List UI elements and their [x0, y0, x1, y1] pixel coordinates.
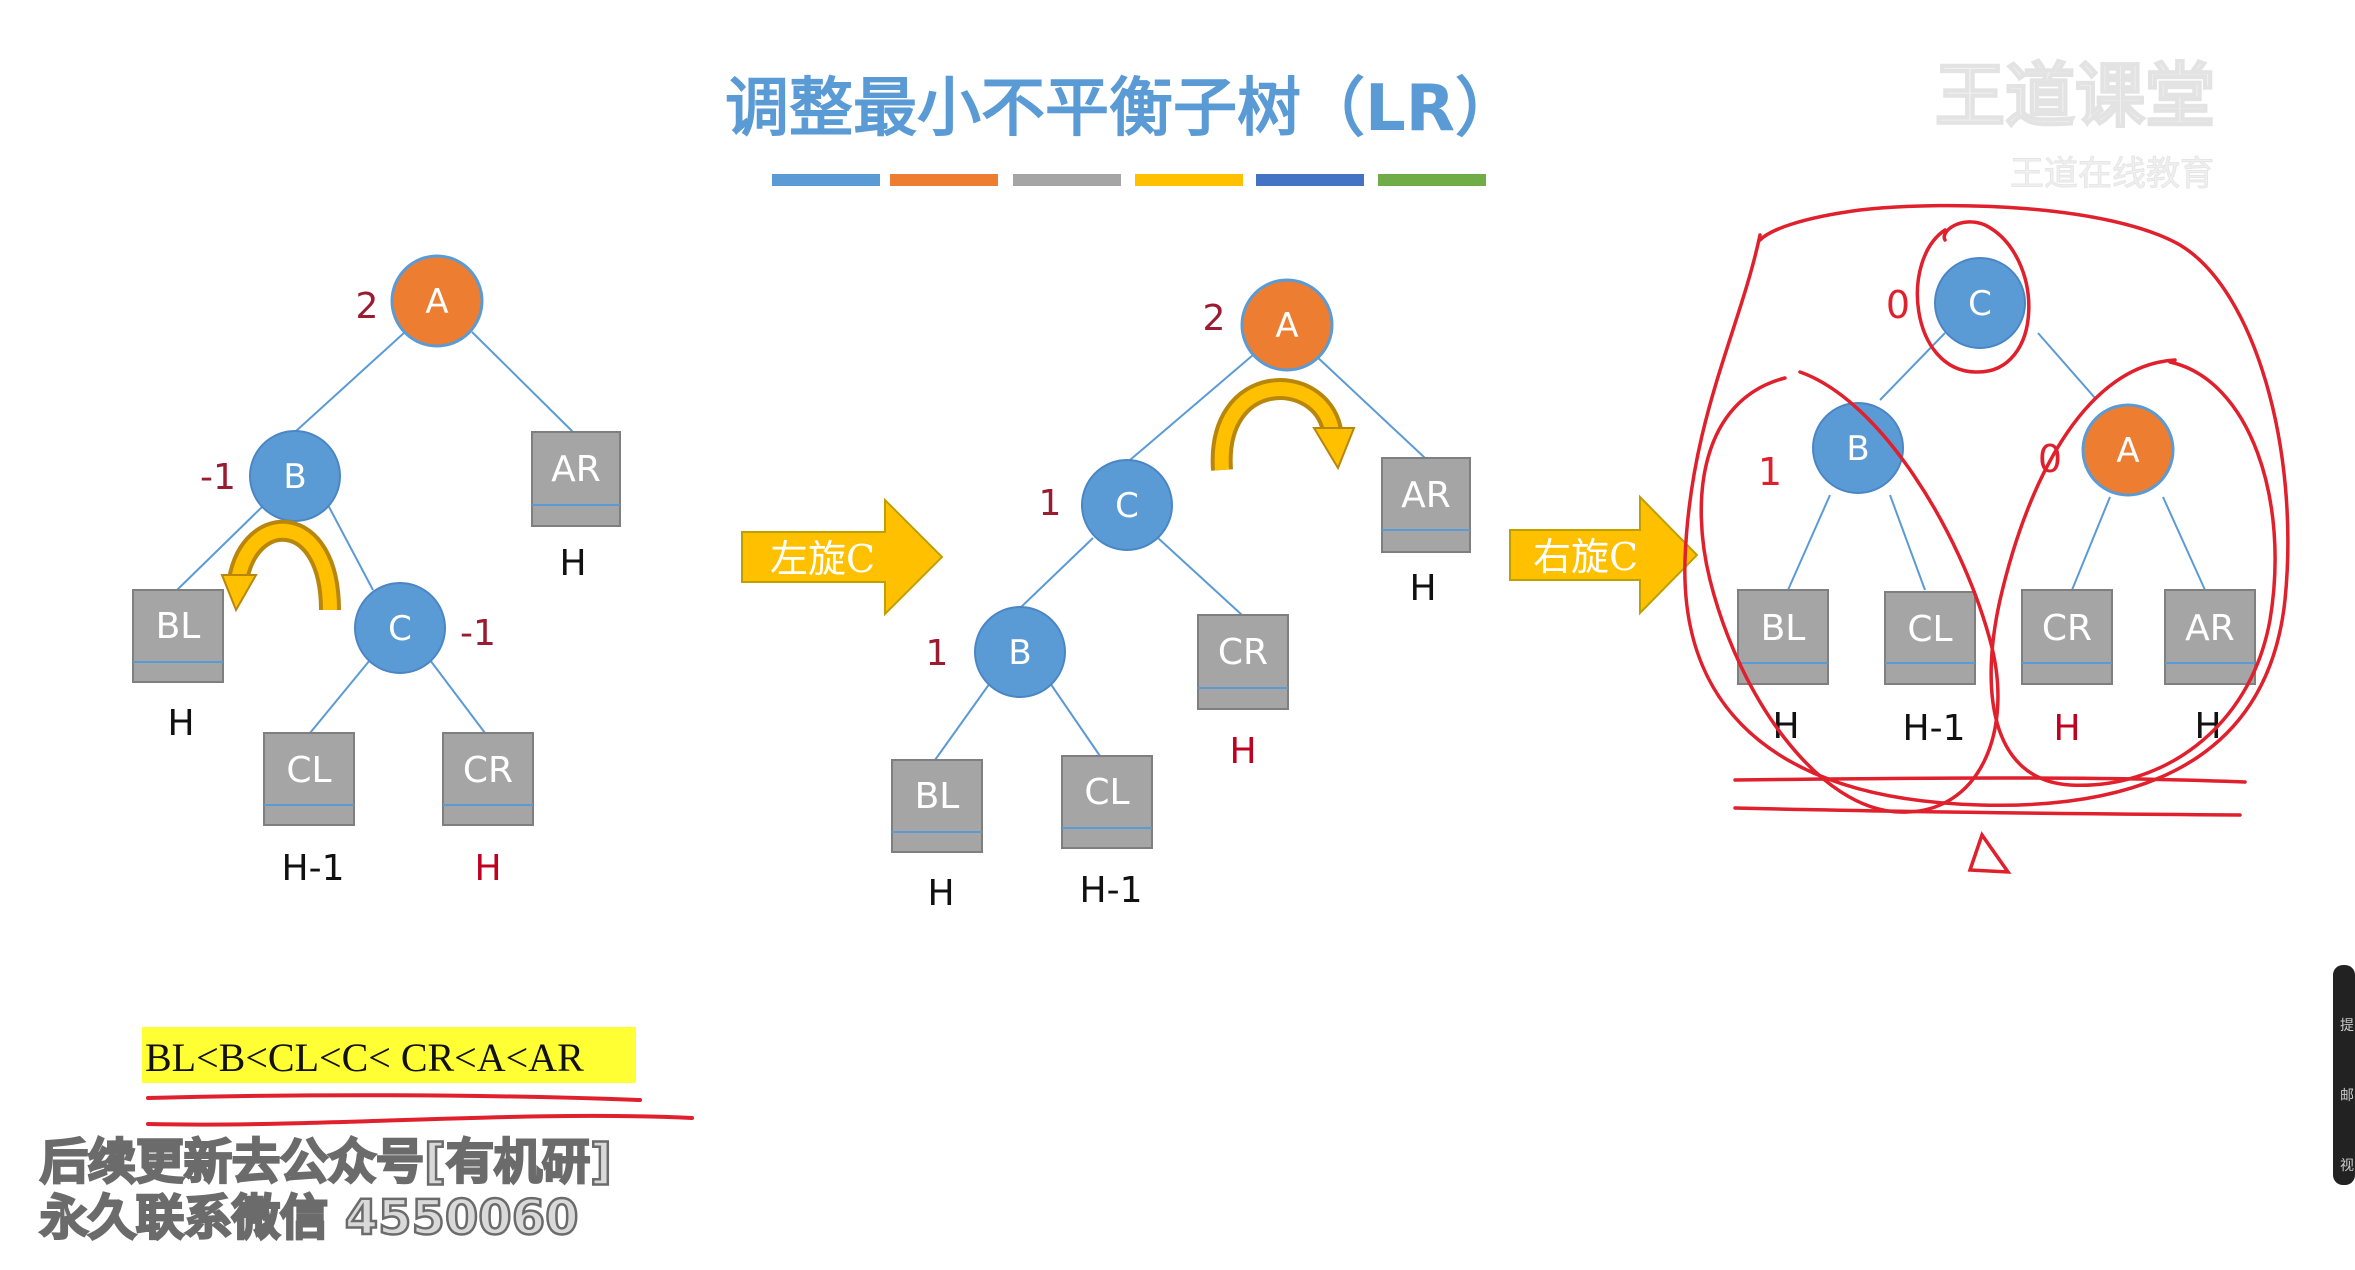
- tree-node-A: A: [2081, 403, 2175, 497]
- rotation-arrow-icon: [1210, 378, 1356, 471]
- watermark: 后续更新去公众号[有机研] 永久联系微信 4550060: [39, 1133, 613, 1248]
- logo: 王道课堂 王道在线教育: [1934, 54, 2216, 195]
- balance-factor: 1: [926, 633, 949, 674]
- side-panel-item[interactable]: 邮: [2340, 1088, 2354, 1104]
- tree-node-A: A: [390, 254, 484, 348]
- step-arrow-left-rotate: 左旋C: [741, 497, 944, 617]
- step-label: 右旋C: [1533, 535, 1638, 579]
- tree-node-B: B: [249, 430, 341, 522]
- balance-factor: 1: [1758, 450, 1782, 494]
- subtree-box: AR H: [1381, 457, 1471, 609]
- tree-node-C: C: [1081, 459, 1173, 551]
- node-label: A: [1275, 306, 1298, 346]
- balance-factor: 2: [356, 286, 379, 327]
- subtree-box: CR H: [442, 732, 534, 889]
- subtree-height: H: [927, 873, 954, 914]
- subtree-height: H: [167, 703, 194, 744]
- subtree-box: BL H: [1737, 589, 1829, 747]
- tree-node-C: C: [1934, 257, 2026, 349]
- subtree-label: AR: [1401, 475, 1451, 516]
- step-arrow-right-rotate: 右旋C: [1509, 494, 1699, 616]
- subtree-label: CR: [1218, 632, 1268, 673]
- node-label: B: [1008, 633, 1031, 673]
- node-label: C: [1968, 284, 1992, 324]
- balance-factor: -1: [460, 613, 496, 654]
- subtree-box: CR H: [1197, 614, 1289, 772]
- subtree-label: BL: [915, 776, 960, 817]
- order-text: BL<B<CL<C< CR<A<AR: [145, 1035, 584, 1080]
- balance-factor: 0: [1886, 283, 1910, 327]
- slide-title: 调整最小不平衡子树（LR）: [725, 72, 1519, 146]
- subtree-height: H: [1229, 731, 1256, 772]
- tree-node-A: A: [1240, 278, 1334, 372]
- tree-node-C: C: [354, 582, 446, 674]
- tree-edges: [934, 354, 1426, 761]
- node-label: B: [283, 457, 306, 497]
- subtree-label: CL: [1907, 609, 1952, 650]
- subtree-height: H: [474, 848, 501, 889]
- node-label: C: [1115, 486, 1139, 526]
- subtree-label: CR: [2042, 608, 2092, 649]
- tree-edges: [1787, 332, 2206, 591]
- subtree-height: H: [559, 543, 586, 584]
- tree-edges: [176, 331, 574, 734]
- subtree-box: AR H: [2164, 589, 2256, 747]
- rotation-arrow-icon: [220, 519, 341, 613]
- subtree-box: CL H-1: [263, 732, 355, 889]
- step-label: 左旋C: [770, 537, 875, 581]
- node-label: C: [388, 609, 412, 649]
- subtree-box: BL H: [132, 589, 224, 744]
- title-color-bar: [772, 174, 1486, 186]
- balance-factor: 1: [1039, 483, 1062, 524]
- subtree-box: CR H: [2021, 589, 2113, 749]
- watermark-line1: 后续更新去公众号[有机研]: [40, 1134, 612, 1190]
- tree-original: A 2 B -1 C -1 AR H BL H: [132, 254, 621, 889]
- subtree-height: H-1: [1903, 708, 1966, 749]
- subtree-height: H: [2053, 708, 2080, 749]
- subtree-box: BL H: [891, 759, 983, 914]
- tree-after-left-rotation: A 2 C 1 B 1 AR H CR H: [891, 278, 1471, 914]
- hand-annotations: [1683, 203, 2290, 874]
- title-bar-segment: [1256, 174, 1364, 186]
- tree-node-B: B: [1812, 402, 1904, 494]
- subtree-height: H-1: [282, 848, 345, 889]
- subtree-label: BL: [1761, 608, 1806, 649]
- tree-node-B: B: [974, 606, 1066, 698]
- title-bar-segment: [772, 174, 880, 186]
- subtree-label: BL: [156, 606, 201, 647]
- title-bar-segment: [1013, 174, 1121, 186]
- side-panel[interactable]: 提 邮 视: [2333, 965, 2355, 1185]
- subtree-box: CL H-1: [1884, 591, 1976, 749]
- title-bar-segment: [1378, 174, 1486, 186]
- order-relation: BL<B<CL<C< CR<A<AR: [142, 1027, 694, 1127]
- title-bar-segment: [1135, 174, 1243, 186]
- logo-sub: 王道在线教育: [2010, 154, 2214, 194]
- subtree-label: CL: [286, 750, 331, 791]
- subtree-height: H-1: [1080, 870, 1143, 911]
- watermark-line2: 永久联系微信 4550060: [40, 1190, 579, 1246]
- subtree-box: CL H-1: [1061, 755, 1153, 911]
- tree-balanced: C 0 B 1 A 0 BL H CL H-1 CR H: [1683, 203, 2290, 874]
- logo-main: 王道课堂: [1935, 55, 2215, 137]
- node-label: B: [1846, 429, 1869, 469]
- balance-factor: -1: [200, 457, 236, 498]
- subtree-height: H: [1409, 568, 1436, 609]
- side-panel-item[interactable]: 视: [2340, 1158, 2354, 1174]
- node-label: A: [425, 282, 448, 322]
- subtree-box: AR H: [531, 431, 621, 584]
- balance-factor: 2: [1203, 298, 1226, 339]
- title-bar-segment: [890, 174, 998, 186]
- subtree-label: CR: [463, 750, 513, 791]
- subtree-label: AR: [551, 449, 601, 490]
- subtree-label: AR: [2185, 608, 2235, 649]
- side-panel-item[interactable]: 提: [2340, 1018, 2354, 1034]
- subtree-label: CL: [1084, 772, 1129, 813]
- node-label: A: [2116, 431, 2139, 471]
